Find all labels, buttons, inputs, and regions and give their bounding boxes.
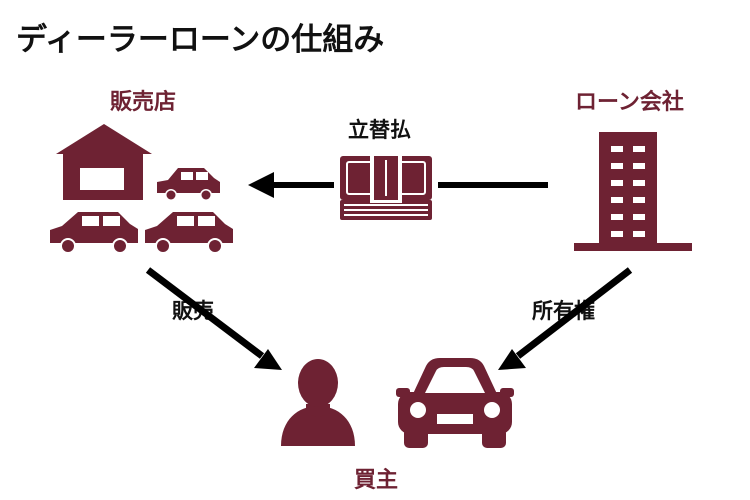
car-icon-left — [50, 212, 138, 254]
person-icon — [281, 359, 355, 446]
advance-payment-arrow — [248, 172, 548, 198]
car-icon-right — [145, 212, 233, 254]
buyer-label: 買主 — [354, 468, 399, 493]
office-building-icon — [574, 132, 692, 251]
dealer-label: 販売店 — [110, 90, 177, 115]
ownership-arrow — [498, 267, 633, 370]
sale-arrow — [145, 267, 282, 370]
page-title: ディーラーローンの仕組み — [16, 22, 385, 58]
advance-payment-label: 立替払 — [348, 118, 411, 142]
car-icon-small — [157, 168, 220, 201]
loan-company-label: ローン会社 — [575, 90, 684, 115]
front-car-icon — [396, 358, 514, 448]
money-bundle-icon — [340, 153, 432, 220]
shop-icon — [56, 124, 152, 200]
